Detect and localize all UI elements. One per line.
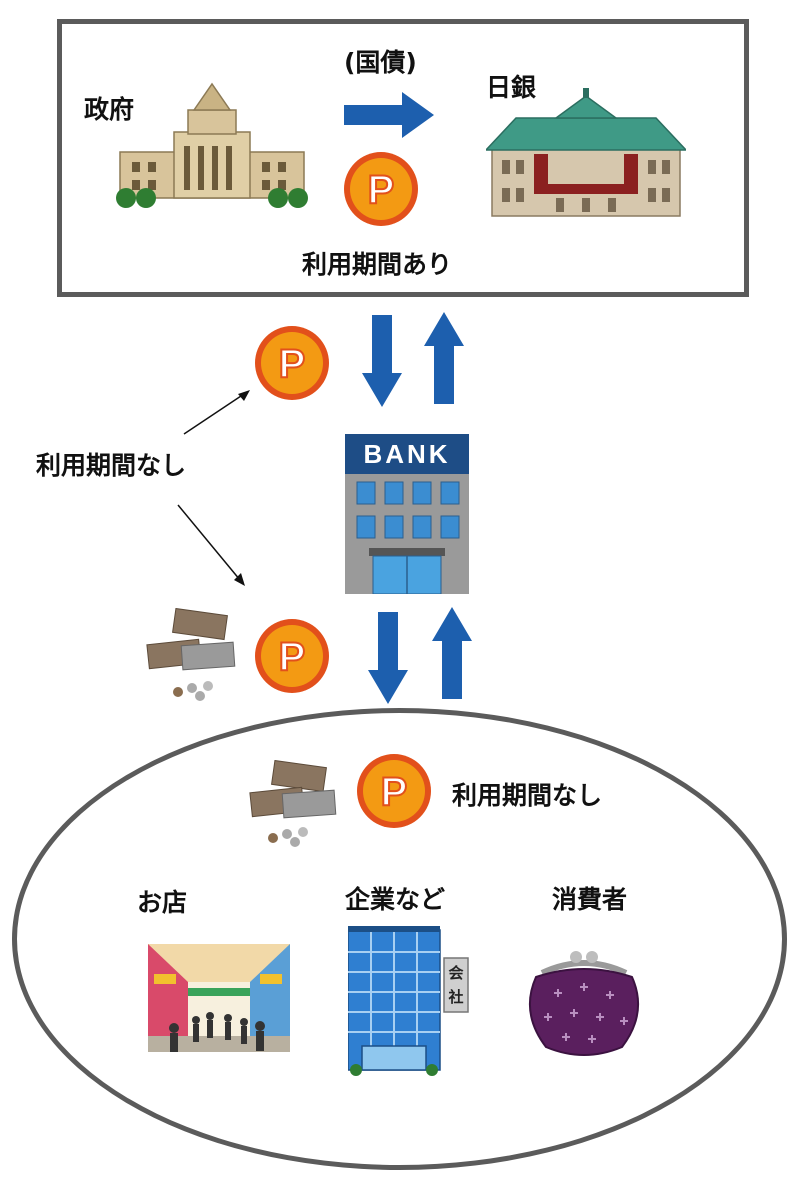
point-symbol: P xyxy=(381,770,408,814)
consumer-label: 消費者 xyxy=(552,885,628,914)
company-label: 企業など xyxy=(345,885,446,914)
down-arrow-icon xyxy=(368,612,408,704)
no-period-label: 利用期間なし xyxy=(36,451,187,480)
company-sign-char: 社 xyxy=(447,988,463,1006)
company-building-icon: 会 社 xyxy=(348,926,469,1076)
economy-ellipse xyxy=(12,708,787,1170)
bank-windows-icon xyxy=(356,481,460,594)
down-arrow-icon xyxy=(362,315,402,407)
government-label: 政府 xyxy=(84,95,135,124)
point-symbol: P xyxy=(279,635,306,679)
bank-sign: BANK xyxy=(345,434,469,474)
boj-building-icon xyxy=(486,88,686,217)
coin-purse-icon xyxy=(529,951,639,1056)
no-period-label: 利用期間なし xyxy=(452,781,603,810)
cash-icon xyxy=(249,760,337,847)
point-coin-icon: P xyxy=(255,619,329,693)
pointer-arrows-icon xyxy=(177,390,250,586)
point-symbol: P xyxy=(368,168,395,212)
bond-arrow-icon xyxy=(344,92,434,138)
up-arrow-icon xyxy=(432,607,472,699)
bond-label: (国債) xyxy=(344,48,417,77)
government-boj-box xyxy=(57,19,749,297)
company-sign-char: 会 xyxy=(448,964,463,982)
up-arrow-icon xyxy=(424,312,464,404)
shopping-street-icon xyxy=(148,944,290,1052)
period-label: 利用期間あり xyxy=(302,250,453,279)
cash-icon xyxy=(146,608,236,701)
bank-sign-text: BANK xyxy=(363,439,451,469)
point-symbol: P xyxy=(279,342,306,386)
point-coin-icon: P xyxy=(344,152,418,226)
point-coin-icon: P xyxy=(255,326,329,400)
boj-label: 日銀 xyxy=(486,73,537,102)
government-building-icon xyxy=(116,82,308,208)
point-coin-icon: P xyxy=(357,754,431,828)
shop-label: お店 xyxy=(137,888,188,917)
bank-building-icon: BANK xyxy=(345,434,469,594)
